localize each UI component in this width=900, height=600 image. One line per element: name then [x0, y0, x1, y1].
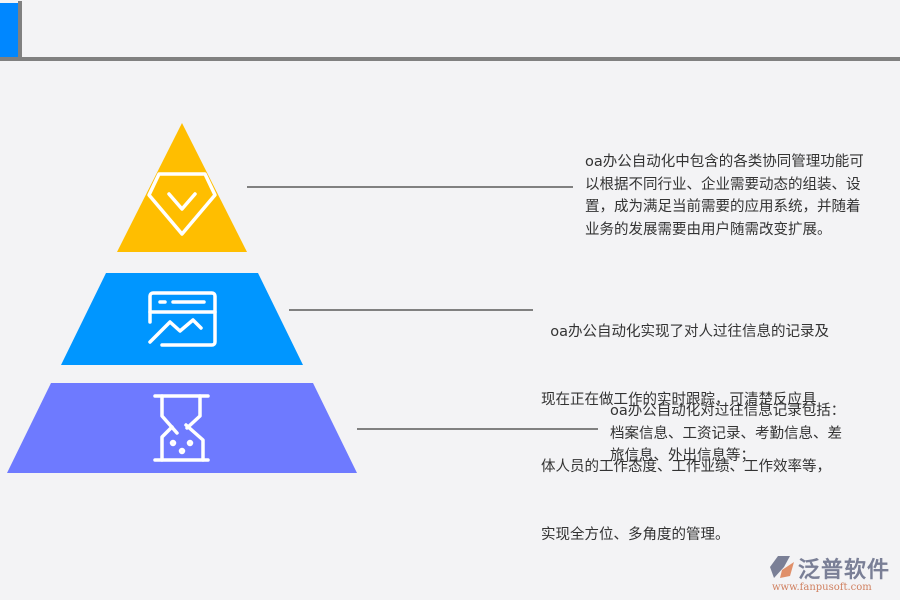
- text-line: oa办公自动化对过往信息记录包括：: [610, 403, 846, 419]
- header-accent-bar: [0, 3, 18, 57]
- chart-window-icon: [148, 291, 217, 347]
- pyramid-tier-2: [61, 273, 303, 365]
- text-line: 体人员的工作态度、工作业绩、工作效率等，: [541, 459, 831, 475]
- text-line: oa办公自动化中包含的各类协同管理功能可: [585, 154, 864, 170]
- tier-3-description: oa办公自动化对过往信息记录包括： 档案信息、工资记录、考勤信息、差 旅信息、外…: [610, 400, 845, 468]
- text-line: 旅信息、外出信息等；: [610, 448, 755, 464]
- header-divider: [0, 57, 900, 61]
- text-line: 实现全方位、多角度的管理。: [541, 526, 730, 543]
- logo-url: www.fanpusoft.com: [772, 582, 872, 593]
- text-line: 以根据不同行业、企业需要动态的组装、设: [585, 176, 861, 193]
- text-line: 业务的发展需要由用户随需改变扩展。: [585, 221, 832, 238]
- logo-mark-icon: [770, 556, 794, 578]
- text-line: 置，成为满足当前需要的应用系统，并随着: [585, 199, 861, 215]
- text-line: 现在正在做工作的实时跟踪，可清楚反应具: [541, 391, 817, 408]
- pyramid-tier-3: [7, 383, 357, 473]
- text-line: 档案信息、工资记录、考勤信息、差: [610, 425, 842, 442]
- hourglass-icon: [153, 394, 210, 462]
- text-line: oa办公自动化实现了对人过往信息的记录及: [541, 324, 829, 340]
- header-divider-vertical: [18, 1, 22, 61]
- diamond-check-icon: [147, 172, 217, 236]
- tier-2-description: oa办公自动化实现了对人过往信息的记录及 现在正在做工作的实时跟踪，可清楚反应具…: [541, 276, 831, 569]
- logo-name: 泛普软件: [798, 558, 891, 583]
- tier-1-description: oa办公自动化中包含的各类协同管理功能可 以根据不同行业、企业需要动态的组装、设…: [585, 151, 864, 241]
- pyramid-tier-1: [117, 123, 247, 252]
